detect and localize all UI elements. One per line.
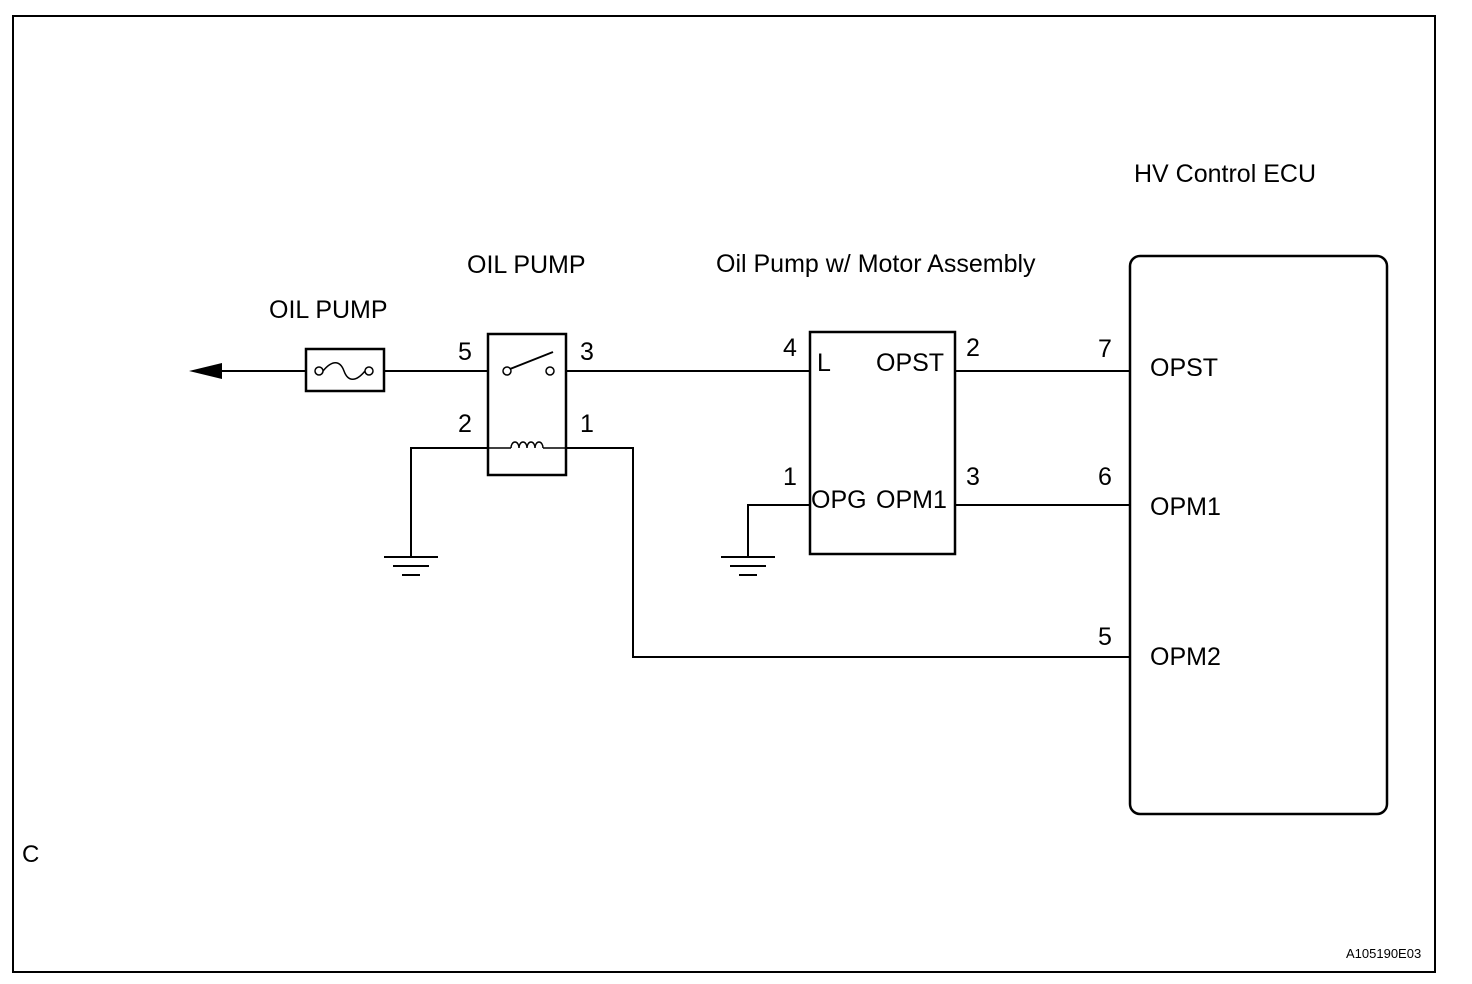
ecu-label: HV Control ECU (1134, 160, 1316, 188)
ecu-pin-7: 7 (1098, 335, 1112, 363)
corner-mark: C (22, 841, 39, 868)
ecu-pin-5: 5 (1098, 623, 1112, 651)
ecu-terminal-opm1: OPM1 (1150, 493, 1221, 521)
oil-pump-motor-assembly: Oil Pump w/ Motor Assembly L OPST OPG OP… (716, 250, 1036, 576)
relay-coil-icon (488, 441, 566, 449)
relay-pin-5: 5 (458, 338, 472, 366)
relay-ground-icon (384, 556, 438, 576)
motor-pin-1: 1 (783, 463, 797, 491)
motor-terminal-opst: OPST (876, 349, 944, 377)
motor-terminal-l: L (817, 349, 831, 377)
ecu-pin-6: 6 (1098, 463, 1112, 491)
motor-pin-2: 2 (966, 334, 980, 362)
motor-terminal-opg: OPG (811, 486, 867, 514)
figure-id: A105190E03 (1346, 946, 1421, 961)
oil-pump-fuse: OIL PUMP (189, 296, 488, 393)
oil-pump-relay: OIL PUMP 5 3 2 1 (384, 251, 594, 576)
motor-pin-4: 4 (783, 334, 797, 362)
motor-terminal-opm1: OPM1 (876, 486, 947, 514)
motor-pin-3: 3 (966, 463, 980, 491)
relay-pin-3: 3 (580, 338, 594, 366)
hv-control-ecu: HV Control ECU OPST OPM1 OPM2 7 6 5 (1098, 160, 1389, 816)
motor-ground-icon (721, 556, 775, 576)
relay-label: OIL PUMP (467, 251, 586, 279)
relay-switch-icon (509, 351, 554, 370)
fuse-label: OIL PUMP (269, 296, 388, 324)
fuse-element-icon (322, 362, 366, 380)
diagram-frame (12, 15, 1436, 973)
relay-pin-1: 1 (580, 410, 594, 438)
motor-label: Oil Pump w/ Motor Assembly (716, 250, 1036, 278)
relay-pin-2: 2 (458, 410, 472, 438)
ecu-terminal-opm2: OPM2 (1150, 643, 1221, 671)
ecu-terminal-opst: OPST (1150, 354, 1218, 382)
